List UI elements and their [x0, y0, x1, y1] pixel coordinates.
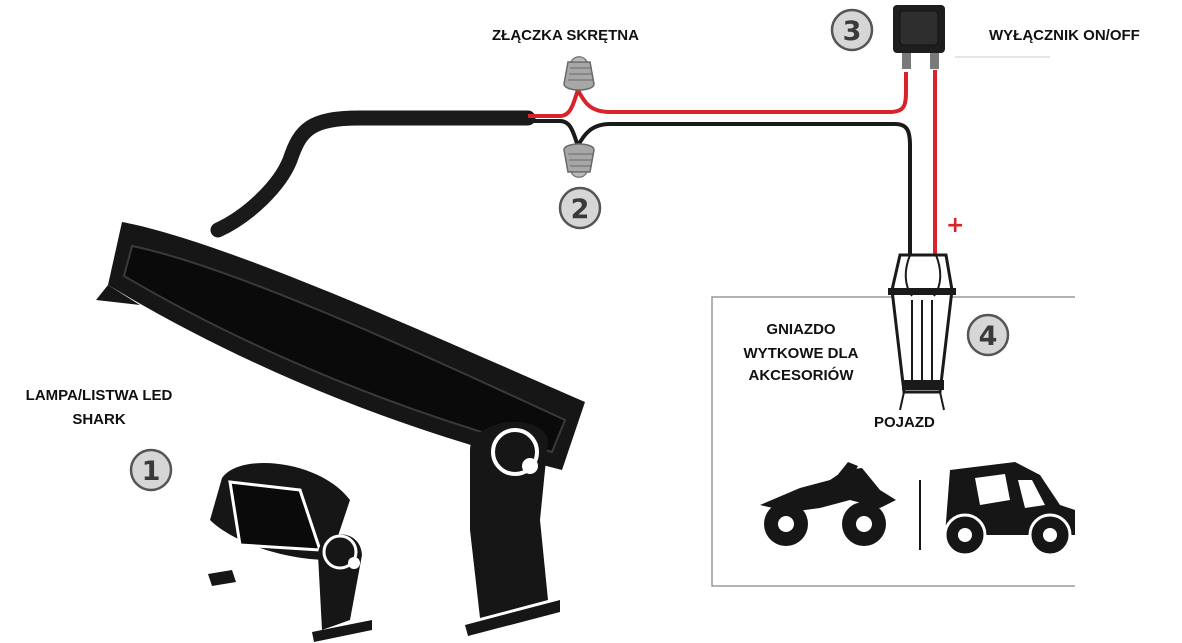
vehicle-label: POJAZD [874, 414, 935, 431]
rocker-switch-icon [893, 5, 1050, 69]
marker-2: 2 [558, 186, 602, 230]
lamp-label-line1: LAMPA/LISTWA LED [25, 387, 173, 404]
svg-text:1: 1 [142, 456, 161, 487]
socket-label-line3: AKCESORIÓW [748, 367, 854, 384]
utv-icon [943, 462, 1075, 557]
accessory-plug-icon [888, 253, 956, 411]
lamp-label-line2: SHARK [72, 411, 126, 428]
led-light-bar-icon [96, 222, 585, 636]
svg-text:3: 3 [843, 16, 862, 47]
positive-sign: + [946, 213, 964, 238]
negative-wire [528, 119, 912, 255]
marker-1: 1 [129, 448, 173, 492]
svg-text:4: 4 [979, 321, 998, 352]
marker-3: 3 [830, 8, 874, 52]
marker-4: 4 [966, 313, 1010, 357]
work-lamp-icon [208, 462, 372, 642]
socket-label-line1: GNIAZDO [766, 321, 836, 338]
lamp-cable [210, 110, 536, 238]
wire-nut-icon [563, 143, 595, 178]
atv-icon [760, 462, 896, 546]
connector-label: ZŁĄCZKA SKRĘTNA [492, 27, 639, 44]
positive-wire [528, 70, 937, 255]
vehicle-panel [711, 296, 1075, 587]
switch-label: WYŁĄCZNIK ON/OFF [989, 27, 1140, 44]
socket-label-line2: WYTKOWE DLA [743, 345, 859, 362]
svg-text:2: 2 [571, 194, 590, 225]
wire-nut-icon [563, 56, 595, 91]
